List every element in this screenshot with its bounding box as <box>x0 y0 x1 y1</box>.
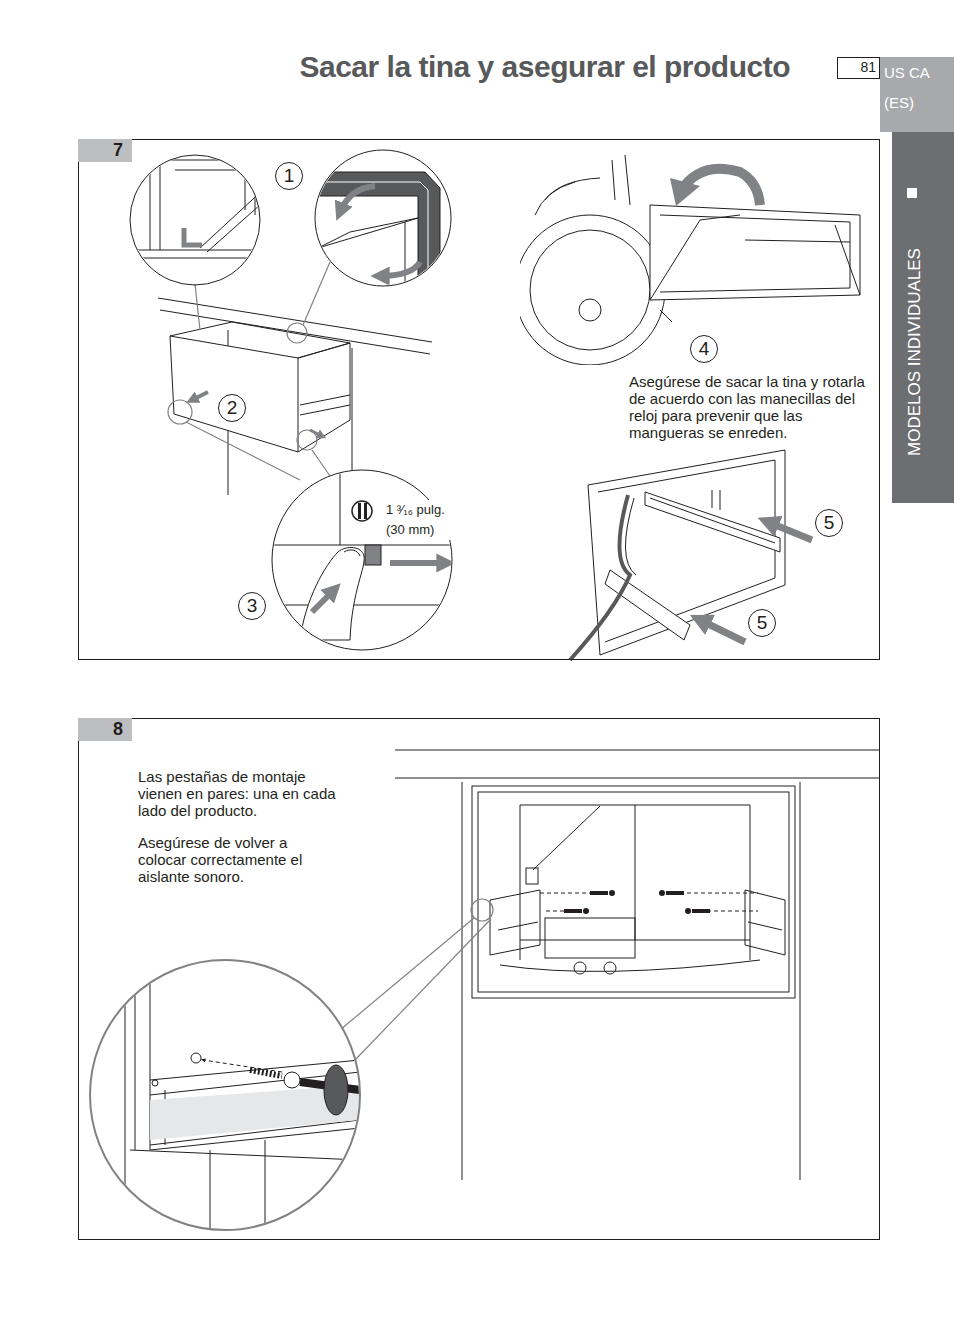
section-name: MODELOS INDIVIDUALES <box>905 248 925 456</box>
step-panel: 8Las pestañas de montaje vienen en pares… <box>78 718 880 1240</box>
leader-lines <box>340 899 493 1060</box>
detail-view <box>90 960 360 1230</box>
page-title: Sacar la tina y asegurar el producto <box>299 50 790 84</box>
page-number: 81 <box>838 59 876 75</box>
frame-illustration <box>570 450 785 660</box>
step-panel: 7Asegúrese de sacar la tina y rotarla de… <box>78 139 880 660</box>
leader-lines <box>168 262 330 480</box>
screws <box>564 890 710 914</box>
step-number: 8 <box>78 718 132 741</box>
detail-view <box>300 145 460 295</box>
note-text: Las pestañas de montaje vienen en pares:… <box>138 768 338 819</box>
region-code: US CA (ES) <box>884 58 938 118</box>
callout-number: 2 <box>218 394 246 422</box>
callout-number: 4 <box>690 335 718 363</box>
callout-number: 1 <box>275 162 303 190</box>
callout-number: 5 <box>748 609 776 637</box>
dimension: 1 ³⁄₁₆ pulg. (30 mm) <box>386 500 458 540</box>
cabinet-illustration <box>395 750 880 1180</box>
note-text: Asegúrese de volver a colocar correctame… <box>138 834 338 885</box>
region-tab <box>880 57 954 132</box>
callout-number: 3 <box>238 592 266 620</box>
callout-number: 5 <box>815 509 843 537</box>
side-marker <box>907 188 917 198</box>
step-number: 7 <box>78 139 132 162</box>
drawer-illustration <box>158 298 432 495</box>
page-number-box <box>838 58 880 79</box>
screw-paths <box>540 893 758 911</box>
detail-view <box>270 470 455 650</box>
detail-view <box>120 150 270 290</box>
note-text: Asegúrese de sacar la tina y rotarla de … <box>629 373 881 441</box>
side-band <box>892 132 954 503</box>
tub-illustration <box>520 155 860 365</box>
